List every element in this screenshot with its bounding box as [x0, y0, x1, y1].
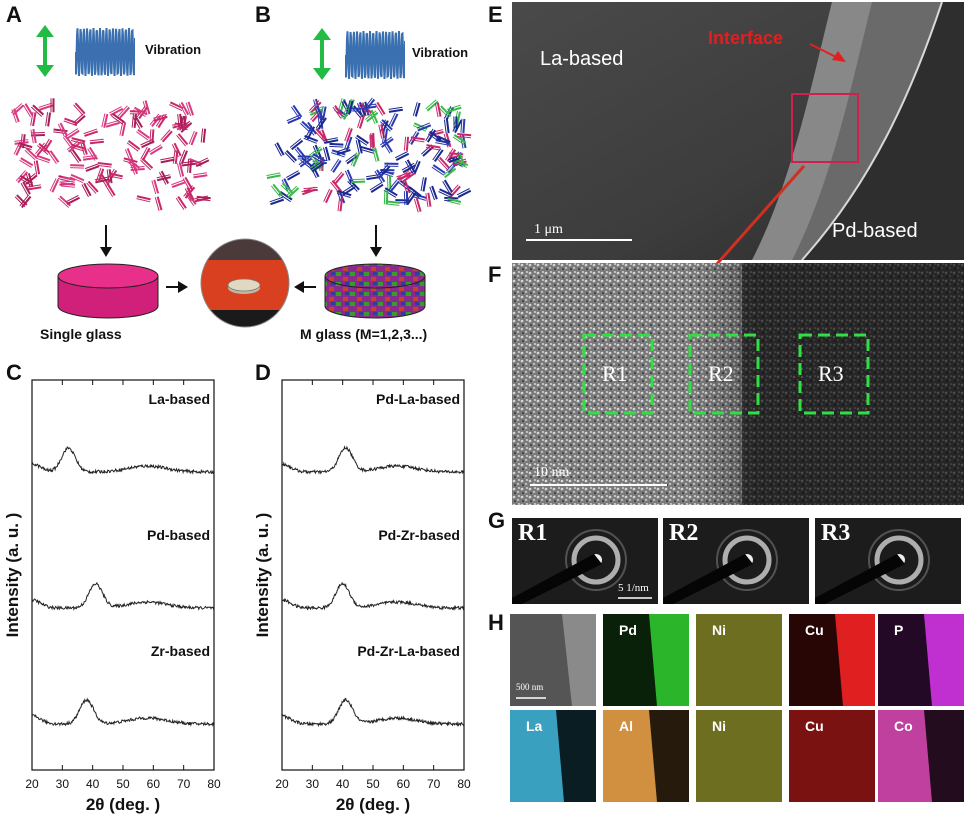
- eds-element-label: Ni: [712, 718, 726, 734]
- panel-label-h: H: [488, 610, 504, 635]
- single-glass-disk: [57, 263, 159, 319]
- eds-element-label: Cu: [805, 622, 824, 638]
- svg-text:Zr-based: Zr-based: [151, 643, 210, 659]
- svg-text:60: 60: [147, 777, 161, 791]
- m-glass-caption: M glass (M=1,2,3...): [300, 326, 428, 342]
- svg-text:40: 40: [336, 777, 350, 791]
- tem-arrows: [700, 43, 846, 282]
- region-r2-label: R2: [708, 361, 734, 386]
- svg-text:50: 50: [116, 777, 130, 791]
- eds-map-pd: Pd: [603, 614, 689, 706]
- single-particles-illustration: [10, 98, 211, 211]
- xrd-chart-c: 20 30 40 50 60 70 80 2θ (deg. ) Intensity (a. u.…: [3, 379, 221, 814]
- saed-pattern-r3: R3: [815, 518, 961, 604]
- svg-text:2θ (deg. ): 2θ (deg. ): [86, 795, 160, 814]
- eds-element-label: Pd: [619, 622, 637, 638]
- svg-text:Intensity (a. u. ): Intensity (a. u. ): [3, 513, 22, 638]
- svg-text:60: 60: [397, 777, 411, 791]
- saed-label-r2: R2: [669, 520, 699, 546]
- eds-element-label: Cu: [805, 718, 824, 734]
- vibration-label-b: Vibration: [412, 45, 469, 60]
- xrd-chart-d: 20 30 40 50 60 70 80 2θ (deg. ) Intensity (a. u.…: [253, 379, 471, 814]
- eds-element-label: P: [894, 622, 904, 638]
- xrd-charts: 20 30 40 50 60 70 80 2θ (deg. ) Intensity (a. u.…: [3, 379, 471, 814]
- panel-label-c: C: [6, 360, 22, 385]
- svg-text:80: 80: [207, 777, 221, 791]
- pd-based-region-label: Pd-based: [832, 220, 918, 242]
- eds-map-p: P: [878, 614, 964, 706]
- eds-map-cu: Cu: [789, 710, 875, 802]
- saed-pattern-r1: R1 5 1/nm: [512, 518, 658, 604]
- svg-text:Pd-Zr-La-based: Pd-Zr-La-based: [357, 643, 460, 659]
- eds-element-label: Co: [894, 718, 913, 734]
- interface-label: Interface: [708, 28, 784, 48]
- right-arrow-icon: [166, 281, 188, 293]
- saed-scale-label: 5 1/nm: [618, 582, 649, 594]
- mixed-particles-illustration: [266, 97, 472, 213]
- svg-text:30: 30: [306, 777, 320, 791]
- svg-text:La-based: La-based: [149, 391, 210, 407]
- svg-text:Intensity (a. u. ): Intensity (a. u. ): [253, 513, 272, 638]
- left-arrow-icon: [294, 281, 316, 293]
- down-arrow-icon: [370, 225, 382, 257]
- composite-glass-photo: [200, 238, 290, 328]
- eds-map-al: Al: [603, 710, 689, 802]
- hrtem-scale-label: 10 nm: [534, 465, 570, 480]
- eds-element-label: La: [526, 718, 543, 734]
- double-arrow-icon: [313, 28, 331, 80]
- eds-map-co: Co: [878, 710, 964, 802]
- saed-label-r3: R3: [821, 520, 851, 546]
- down-arrow-icon: [100, 225, 112, 257]
- svg-text:50: 50: [366, 777, 380, 791]
- panel-label-b: B: [255, 2, 271, 27]
- panel-label-d: D: [255, 360, 271, 385]
- region-r3-label: R3: [818, 361, 844, 386]
- saed-label-r1: R1: [518, 520, 548, 546]
- svg-text:20: 20: [25, 777, 39, 791]
- eds-map-ni: Ni: [696, 710, 782, 802]
- svg-text:80: 80: [457, 777, 471, 791]
- panel-label-a: A: [6, 2, 22, 27]
- eds-element-label: Al: [619, 718, 633, 734]
- single-glass-caption: Single glass: [40, 326, 122, 342]
- m-glass-disk: [324, 263, 426, 319]
- svg-text:30: 30: [56, 777, 70, 791]
- vibration-label-a: Vibration: [145, 42, 202, 57]
- svg-text:Pd-Zr-based: Pd-Zr-based: [378, 527, 460, 543]
- eds-map-ni: Ni: [696, 614, 782, 706]
- la-based-region-label: La-based: [540, 48, 624, 70]
- vibration-wave-icon: [345, 30, 405, 80]
- hrtem-image: R1 R2 R3 10 nm: [512, 263, 964, 505]
- eds-map-cu: Cu: [789, 614, 875, 706]
- panel-label-e: E: [488, 2, 503, 27]
- panel-label-f: F: [488, 262, 502, 287]
- panel-label-g: G: [488, 508, 506, 533]
- svg-text:70: 70: [427, 777, 441, 791]
- tem-scale-label: 1 μm: [534, 222, 563, 237]
- svg-text:Pd-based: Pd-based: [147, 527, 210, 543]
- svg-text:70: 70: [177, 777, 191, 791]
- eds-element-label: Ni: [712, 622, 726, 638]
- svg-text:40: 40: [86, 777, 100, 791]
- saed-pattern-r2: R2: [663, 518, 809, 604]
- svg-text:20: 20: [275, 777, 289, 791]
- vibration-wave-icon: [75, 27, 135, 77]
- eds-scale-label: 500 nm: [516, 682, 544, 692]
- svg-text:2θ (deg. ): 2θ (deg. ): [336, 795, 410, 814]
- eds-map-la: La: [510, 710, 596, 802]
- region-r1-label: R1: [602, 361, 628, 386]
- tem-image: La-based Pd-based Interface 1 μm: [512, 2, 964, 260]
- eds-sem-image: 500 nm: [510, 614, 596, 706]
- svg-text:Pd-La-based: Pd-La-based: [376, 391, 460, 407]
- double-arrow-icon: [36, 25, 54, 77]
